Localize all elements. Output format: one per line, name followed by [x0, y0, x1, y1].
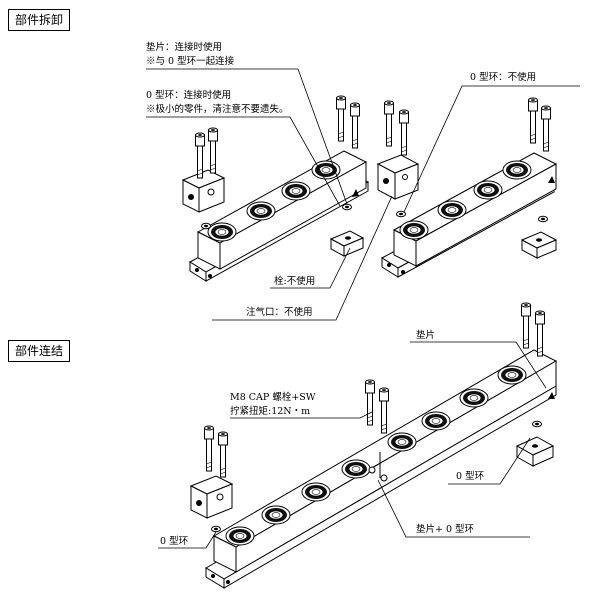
label-oring-unused: 0 型环：不使用: [470, 72, 537, 83]
section-title-assembly: 部件连结: [8, 340, 71, 362]
connector-block-top: [378, 155, 418, 199]
plug-part: [331, 231, 363, 256]
label-oring-left: 0 型环: [160, 536, 189, 547]
leader-lines: [146, 69, 580, 548]
end-block-bottom-right: [517, 437, 553, 466]
label-plug-unused: 栓:不使用: [274, 276, 316, 287]
label-gasket-oring: 垫片+ 0 型环: [416, 524, 475, 535]
label-oring-line1: 0 型环：连接时使用: [146, 90, 232, 101]
label-gasket-line1: 垫片：连接时使用: [146, 42, 223, 53]
block-top-left: [183, 170, 224, 212]
label-bolt-line1: M8 CAP 螺栓+SW: [230, 392, 316, 403]
block-bottom-left: [191, 476, 232, 518]
bar-bottom-long: [206, 350, 556, 588]
section-title-disassembly: 部件拆卸: [8, 9, 71, 31]
end-block-top-right: [522, 232, 556, 258]
bar-top-left: [190, 151, 368, 281]
label-oring-right: 0 型环: [456, 471, 485, 482]
label-gasket-top: 垫片: [416, 330, 436, 341]
label-inlet-unused: 注气口：不使用: [246, 307, 313, 318]
label-gasket-line2: ※与 0 型环一起连接: [146, 56, 235, 67]
label-oring-line2: ※极小的零件，清注意不要遗失。: [146, 104, 289, 115]
label-bolt-line2: 拧紧扭矩:12N・m: [230, 406, 311, 417]
